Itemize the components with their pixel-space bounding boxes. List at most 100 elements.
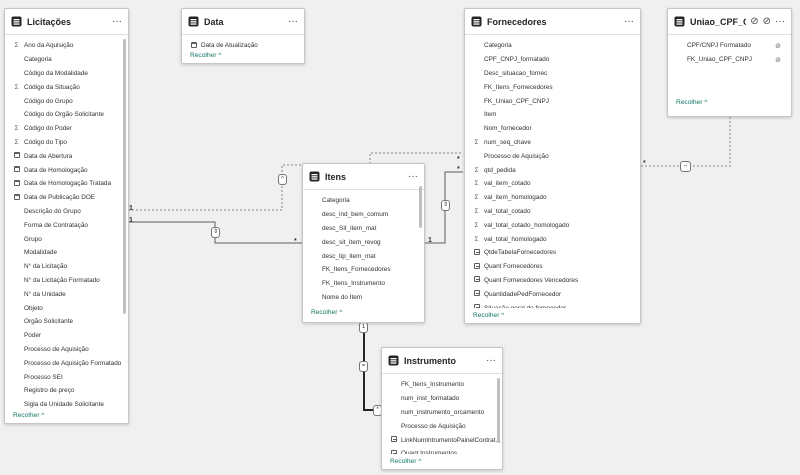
more-options-button[interactable]: ··· xyxy=(288,15,298,27)
filter-direction-icon[interactable]: ^ xyxy=(278,174,287,185)
field-item[interactable]: Data de Abertura xyxy=(5,149,128,163)
eye-off-icon[interactable]: ⊘ xyxy=(750,15,759,27)
more-options-button[interactable]: ··· xyxy=(112,15,122,27)
field-item[interactable]: Registro de preço xyxy=(5,384,128,398)
field-item[interactable]: Modalidade xyxy=(5,246,128,260)
field-item[interactable]: N° da Unidade xyxy=(5,287,128,301)
table-header[interactable]: Instrumento··· xyxy=(382,348,502,374)
more-options-button[interactable]: ··· xyxy=(624,15,634,27)
field-item[interactable]: N° da Licitação Formatado xyxy=(5,274,128,288)
more-options-button[interactable]: ··· xyxy=(486,354,496,366)
field-item[interactable]: Código do Órgão Solicitante xyxy=(5,108,128,122)
filter-direction-icon[interactable]: = xyxy=(359,361,368,372)
field-item[interactable]: QuantidadePedFornecedor xyxy=(465,287,640,301)
filter-direction-icon[interactable]: ⇔ xyxy=(680,161,691,172)
field-item[interactable]: Data de Homologação xyxy=(5,163,128,177)
field-item[interactable]: desc_ind_bem_comum xyxy=(303,208,424,222)
field-item[interactable]: num_instrumento_orcamento xyxy=(382,406,502,420)
eye-off-icon[interactable]: ⊘ xyxy=(775,56,781,64)
collapse-link[interactable]: Recolher ^ xyxy=(190,52,222,59)
field-item[interactable]: FK_Itens_Fornecedores xyxy=(303,263,424,277)
field-item[interactable]: Processo SEI xyxy=(5,370,128,384)
field-item[interactable]: Sigla da Unidade Solicitante xyxy=(5,398,128,408)
field-item[interactable]: desc_sit_item_revog xyxy=(303,235,424,249)
field-item[interactable]: FK_Uniao_CPF_CNPJ⊘ xyxy=(668,53,791,67)
field-item[interactable]: Desc_situacao_fornec xyxy=(465,67,640,81)
field-item[interactable]: N° da Licitação xyxy=(5,260,128,274)
field-item[interactable]: Quant Fornecedores xyxy=(465,260,640,274)
field-item[interactable]: Forma de Contratação xyxy=(5,218,128,232)
field-item[interactable]: Nom_fornecedor xyxy=(465,122,640,136)
field-item[interactable]: QtdeTabelaFornecedores xyxy=(465,246,640,260)
table-card-uniao-cpf-cnpj[interactable]: Uniao_CPF_CNPJ⊘⊘···CPF/CNPJ Formatado⊘FK… xyxy=(667,8,792,117)
scrollbar[interactable] xyxy=(419,186,422,228)
field-item[interactable]: Item xyxy=(465,108,640,122)
field-item[interactable]: Processo de Aquisição xyxy=(5,343,128,357)
field-item[interactable]: CPF_CNPJ_formatado xyxy=(465,53,640,67)
field-item[interactable]: Órgão Solicitante xyxy=(5,315,128,329)
collapse-link[interactable]: Recolher ^ xyxy=(473,312,505,319)
field-item[interactable]: desc_Sit_item_mat xyxy=(303,222,424,236)
field-item[interactable]: Poder xyxy=(5,329,128,343)
collapse-link[interactable]: Recolher ^ xyxy=(676,99,708,106)
field-item[interactable]: Grupo xyxy=(5,232,128,246)
collapse-link[interactable]: Recolher ^ xyxy=(390,458,422,465)
scrollbar[interactable] xyxy=(123,39,126,314)
more-options-button[interactable]: ··· xyxy=(775,15,785,27)
field-item[interactable]: num_inst_formatado xyxy=(382,392,502,406)
field-item[interactable]: Código do Grupo xyxy=(5,94,128,108)
field-item[interactable]: Categoria xyxy=(5,53,128,67)
field-item[interactable]: Situação geral do fornecedor xyxy=(465,301,640,308)
field-item[interactable]: Categoria xyxy=(465,39,640,53)
field-item[interactable]: Processo de Aquisição xyxy=(465,149,640,163)
field-item[interactable]: Quant Instrumentos xyxy=(382,447,502,454)
field-item[interactable]: Quant Fornecedores Vencedores xyxy=(465,274,640,288)
field-item[interactable]: FK_Itens_Instrumento xyxy=(303,277,424,291)
collapse-link[interactable]: Recolher ^ xyxy=(13,412,45,419)
filter-direction-icon[interactable]: ⇕ xyxy=(211,227,220,238)
field-item[interactable]: Data de Homologação Tratada xyxy=(5,177,128,191)
table-header[interactable]: Fornecedores··· xyxy=(465,9,640,35)
field-item[interactable]: FK_Uniao_CPF_CNPJ xyxy=(465,94,640,108)
eye-off-icon[interactable]: ⊘ xyxy=(762,15,771,27)
eye-off-icon[interactable]: ⊘ xyxy=(775,42,781,50)
table-header[interactable]: Itens··· xyxy=(303,164,424,190)
field-item[interactable]: Data de Publicação DOE xyxy=(5,191,128,205)
field-item[interactable]: Descrição do Grupo xyxy=(5,205,128,219)
field-item[interactable]: Objeto xyxy=(5,301,128,315)
filter-direction-icon[interactable]: ⇕ xyxy=(441,200,450,211)
field-item[interactable]: Nome do Item xyxy=(303,291,424,305)
field-item[interactable]: LinkNumIntrumentoPainelContrat... xyxy=(382,433,502,447)
field-item[interactable]: FK_Itens_Fornecedores xyxy=(465,80,640,94)
field-item[interactable]: CPF/CNPJ Formatado⊘ xyxy=(668,39,791,53)
table-header[interactable]: Data··· xyxy=(182,9,304,35)
collapse-link[interactable]: Recolher ^ xyxy=(311,309,343,316)
field-item[interactable]: Processo de Aquisição xyxy=(382,419,502,433)
field-item[interactable]: Categoria xyxy=(303,194,424,208)
field-item[interactable]: Data de Atualização xyxy=(182,39,304,48)
scrollbar[interactable] xyxy=(497,378,500,443)
table-header[interactable]: Licitações··· xyxy=(5,9,128,35)
more-options-button[interactable]: ··· xyxy=(408,170,418,182)
field-item[interactable]: Processo de Aquisição Formatado xyxy=(5,356,128,370)
field-item[interactable]: desc_tip_item_mat xyxy=(303,249,424,263)
field-item[interactable]: Código da Modalidade xyxy=(5,67,128,81)
field-item[interactable]: FK_Itens_Instrumento xyxy=(382,378,502,392)
field-item[interactable]: Nome do Item Completo xyxy=(303,304,424,305)
table-header[interactable]: Uniao_CPF_CNPJ⊘⊘··· xyxy=(668,9,791,35)
